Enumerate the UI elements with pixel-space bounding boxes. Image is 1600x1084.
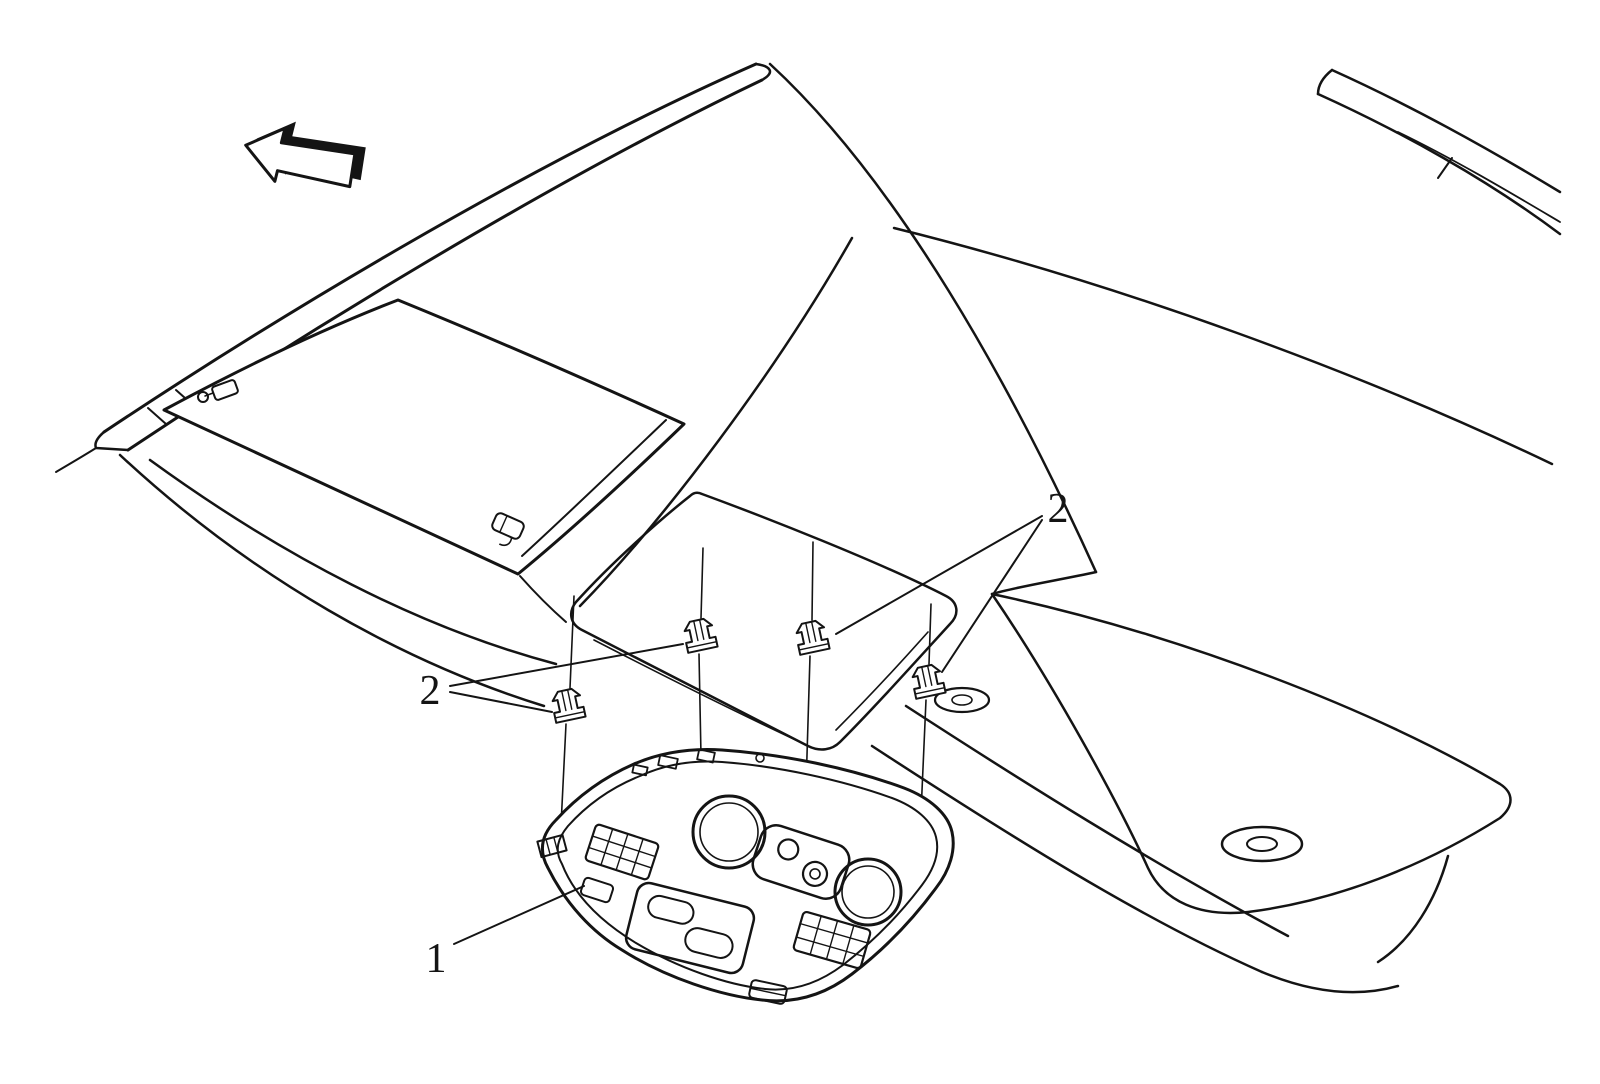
right-rear-panel xyxy=(870,592,1512,994)
callout-1-leader xyxy=(453,885,585,945)
retaining-clip-3 xyxy=(793,618,831,656)
retaining-clip-4 xyxy=(909,662,947,700)
trim-right-cap xyxy=(754,62,772,82)
console-storage-bin xyxy=(624,881,756,975)
retaining-clip-2 xyxy=(681,616,719,654)
panel-lamp-detail xyxy=(1220,825,1304,863)
overhead-console xyxy=(536,748,955,1005)
console-switch-pod xyxy=(751,824,851,900)
roof-panel-outline xyxy=(118,62,1554,708)
retaining-clips xyxy=(549,616,947,724)
trim-upper-edge xyxy=(102,62,758,434)
console-keypad-left xyxy=(584,823,660,881)
trim-left-tip xyxy=(94,430,130,452)
right-panel-outline xyxy=(990,592,1512,915)
callout-2-front-label: 2 xyxy=(420,668,441,714)
opening-outline xyxy=(569,491,958,751)
roof-corner-trim xyxy=(1316,68,1562,236)
console-lamp-left xyxy=(691,794,767,870)
console-bottom-tab xyxy=(748,979,788,1005)
console-rim xyxy=(556,760,939,991)
visor-mount xyxy=(197,379,239,403)
callout-2-rear-label: 2 xyxy=(1048,486,1069,532)
visor-clip xyxy=(491,512,525,547)
clip-guide-lines xyxy=(559,541,932,847)
left-sun-visor xyxy=(162,298,686,623)
console-keypad-right xyxy=(792,910,872,970)
callout-2-rear-leader-a xyxy=(835,515,1043,635)
callout-2-front-leader-b xyxy=(449,643,684,687)
callout-2-rear-leader-b xyxy=(941,519,1043,673)
console-outline xyxy=(540,748,955,1003)
visor-outline xyxy=(162,298,686,576)
front-direction-arrow-icon xyxy=(244,121,366,189)
callout-1-label: 1 xyxy=(426,936,447,982)
console-mount-tab xyxy=(536,833,568,859)
callout-2-front-leader-a xyxy=(449,691,553,713)
retaining-clip-1 xyxy=(549,686,587,724)
console-connectors xyxy=(631,748,765,777)
grab-handle-detail xyxy=(933,686,991,714)
callout-leaders xyxy=(449,515,1043,945)
console-opening xyxy=(569,491,958,751)
console-lamp-right xyxy=(833,857,903,927)
console-button xyxy=(579,876,615,904)
